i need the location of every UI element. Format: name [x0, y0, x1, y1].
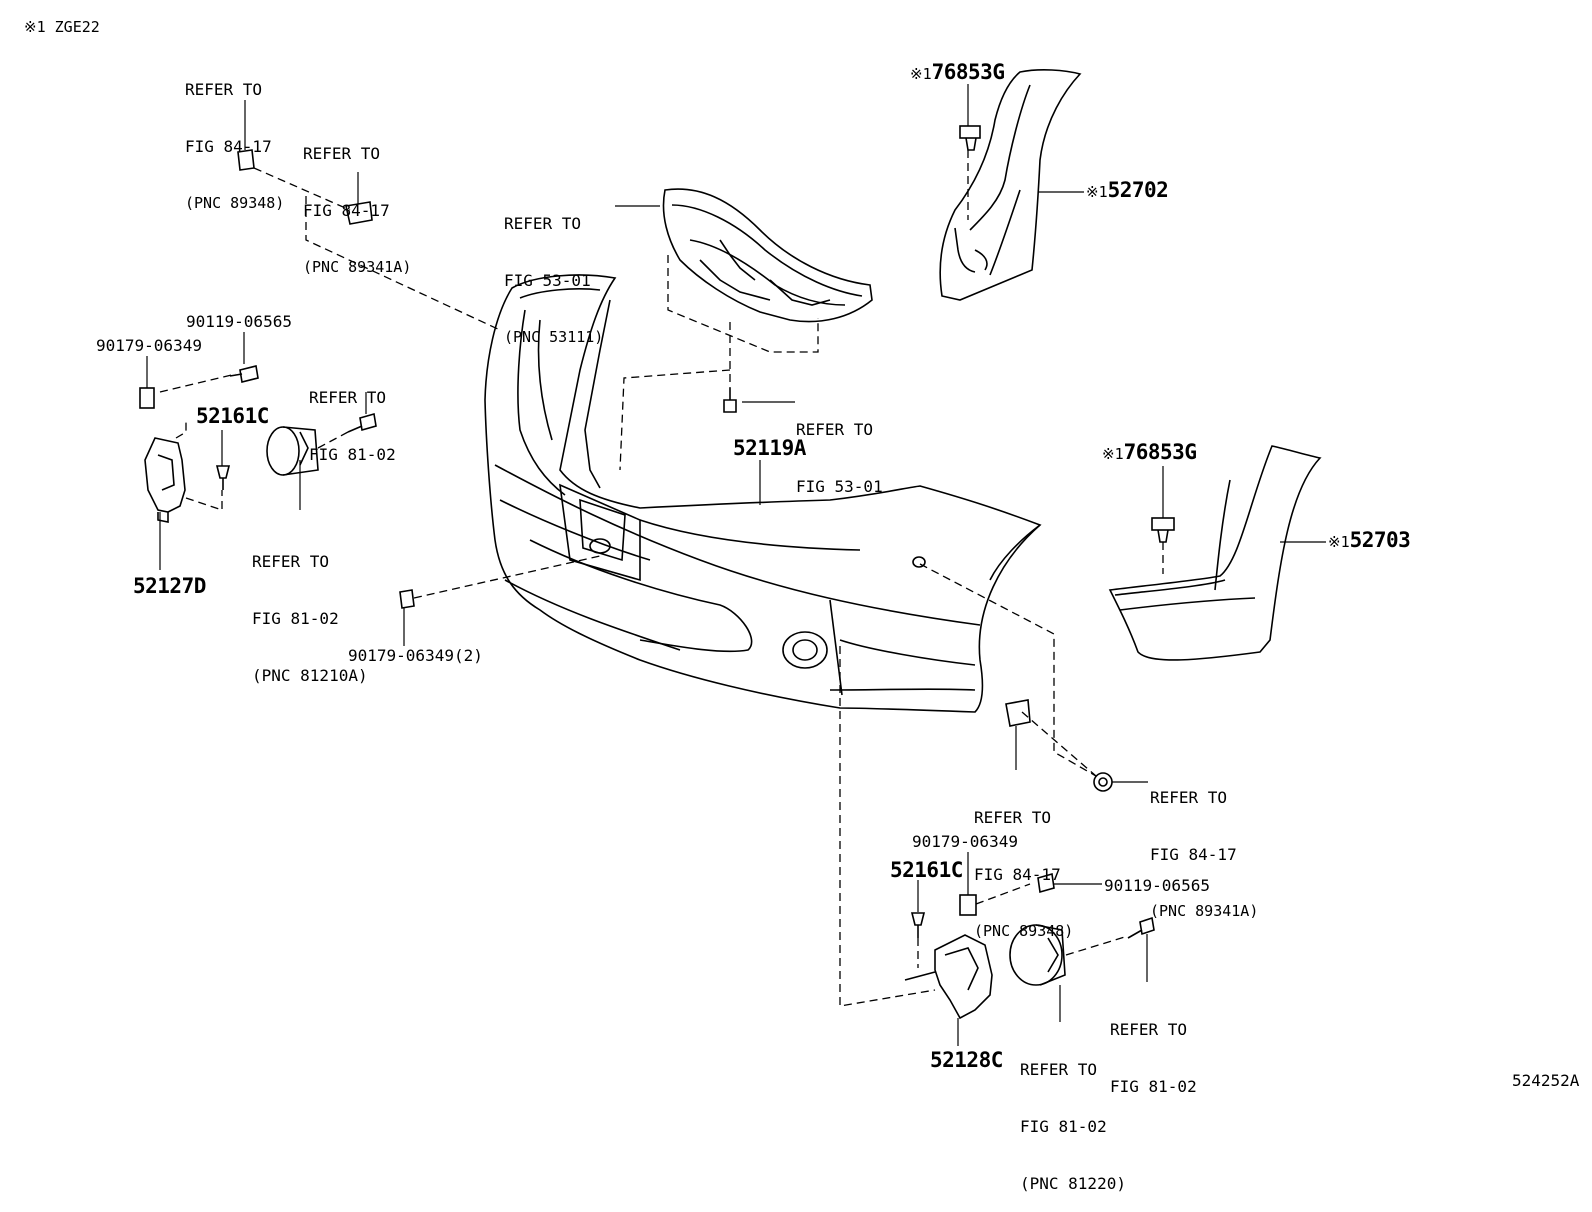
- screw-fog-left[interactable]: [347, 412, 377, 433]
- left-bumper-bracket[interactable]: [144, 437, 186, 523]
- part-number-52119a[interactable]: 52119A: [733, 436, 806, 460]
- fender-flare-upper[interactable]: [939, 69, 1082, 301]
- applicability-marker: ※1: [1328, 533, 1350, 551]
- ref-fig-81-02-right[interactable]: REFER TO FIG 81-02: [1110, 1020, 1197, 1096]
- part-number-52127d[interactable]: 52127D: [133, 574, 206, 598]
- part-number-76853g-top: 76853G: [931, 60, 1005, 84]
- part-number-90119-06565-left[interactable]: 90119-06565: [186, 312, 292, 331]
- part-52703-callout[interactable]: ※152703: [1328, 528, 1411, 552]
- bolt-90119-bottom[interactable]: [1037, 872, 1055, 894]
- part-number-76853g-right: 76853G: [1123, 440, 1197, 464]
- clip-90179-left[interactable]: [139, 387, 155, 409]
- clip-52161c-bottom[interactable]: [910, 912, 926, 938]
- part-number-52703: 52703: [1349, 528, 1411, 552]
- ref-fig-53-01[interactable]: REFER TO FIG 53-01: [796, 420, 883, 496]
- bolt-90119-left[interactable]: [229, 365, 259, 383]
- ref-fig-81-02-left[interactable]: REFER TO FIG 81-02: [309, 388, 396, 464]
- sensor-89341a-bottom[interactable]: [1093, 772, 1113, 792]
- screw-fog-right[interactable]: [1127, 916, 1155, 939]
- part-number-90179-06349-bottom[interactable]: 90179-06349: [912, 832, 1018, 851]
- clip-76853g-top[interactable]: [959, 125, 981, 151]
- ref-fig-81-02-pnc-81210a[interactable]: REFER TO FIG 81-02 (PNC 81210A): [252, 552, 368, 685]
- part-number-52702: 52702: [1107, 178, 1169, 202]
- ref-fig-84-17-pnc-89348-bottom[interactable]: REFER TO FIG 84-17 (PNC 89348): [974, 808, 1074, 940]
- ref-fig-53-01-pnc-53111[interactable]: REFER TO FIG 53-01 (PNC 53111): [504, 214, 604, 346]
- right-bumper-bracket[interactable]: [904, 934, 993, 1020]
- part-number-90179-06349-left[interactable]: 90179-06349: [96, 336, 202, 355]
- applicability-marker: ※1: [1086, 183, 1108, 201]
- ref-fig-84-17-pnc-89341a-top[interactable]: REFER TO FIG 84-17 (PNC 89341A): [303, 144, 412, 276]
- part-number-52128c[interactable]: 52128C: [930, 1048, 1003, 1072]
- parts-diagram-drawing: [139, 69, 1326, 1046]
- sensor-89341a-top[interactable]: [345, 201, 373, 225]
- leader-lines: [146, 84, 1326, 1046]
- applicability-marker: ※1: [1102, 445, 1124, 463]
- ref-fig-84-17-pnc-89348-top[interactable]: REFER TO FIG 84-17 (PNC 89348): [185, 80, 285, 212]
- applicability-marker: ※1: [910, 65, 932, 83]
- part-76853g-top-callout[interactable]: ※176853G: [910, 60, 1005, 84]
- ref-fig-81-02-pnc-81220[interactable]: REFER TO FIG 81-02 (PNC 81220): [1020, 1060, 1126, 1193]
- screw-fig-53-01[interactable]: [723, 388, 737, 413]
- assembly-lines: [159, 150, 1164, 1007]
- ref-fig-84-17-pnc-89341a-bottom[interactable]: REFER TO FIG 84-17 (PNC 89341A): [1150, 788, 1259, 920]
- clip-76853g-right[interactable]: [1151, 517, 1175, 543]
- part-number-52161c-left[interactable]: 52161C: [196, 404, 269, 428]
- part-number-52161c-bottom[interactable]: 52161C: [890, 858, 963, 882]
- fender-flare-lower[interactable]: [1108, 445, 1322, 661]
- part-number-90179-06349-2[interactable]: 90179-06349(2): [348, 646, 483, 665]
- part-52702-callout[interactable]: ※152702: [1086, 178, 1169, 202]
- applicability-note: ※1 ZGE22: [24, 18, 100, 36]
- front-bumper-cover[interactable]: [484, 274, 1042, 713]
- clip-52161c-left[interactable]: [215, 465, 231, 490]
- fog-lamp-right[interactable]: [1009, 924, 1066, 986]
- upper-grille[interactable]: [662, 188, 873, 323]
- figure-code: 524252A: [1512, 1071, 1580, 1090]
- part-number-90119-06565-bottom[interactable]: 90119-06565: [1104, 876, 1210, 895]
- clip-90179-2[interactable]: [399, 589, 415, 609]
- part-76853g-right-callout[interactable]: ※176853G: [1102, 440, 1197, 464]
- sensor-89348-bottom[interactable]: [1005, 699, 1031, 727]
